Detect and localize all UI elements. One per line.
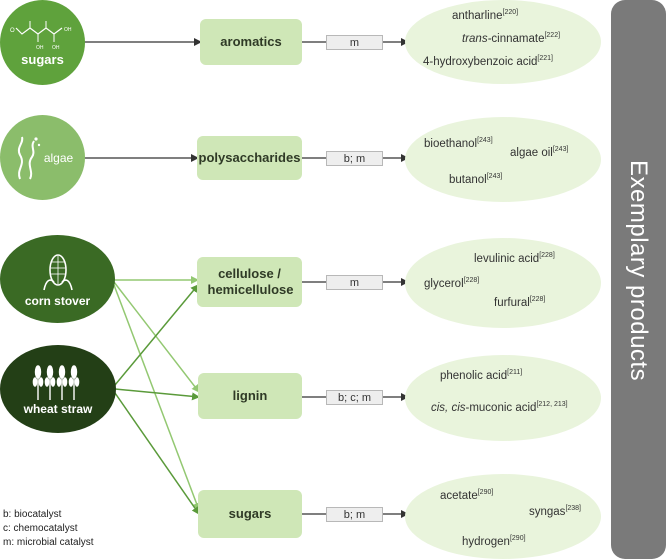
exemplary-products-panel — [611, 0, 666, 559]
process-tag-lignin: b; c; m — [326, 390, 383, 405]
source-label: sugars — [21, 52, 64, 67]
arrow-wheat-lignin — [114, 388, 200, 401]
arrow-wheat-cellulose — [114, 284, 199, 386]
node-lignin: lignin — [198, 373, 302, 419]
product-item: 4-hydroxybenzoic acid[221] — [423, 55, 553, 68]
node-sugars: sugars — [198, 490, 302, 538]
products-sugars — [405, 474, 601, 559]
arrow-wheat-sugars — [114, 392, 200, 515]
legend-item: m: microbial catalyst — [3, 537, 94, 548]
source-label: wheat straw — [23, 402, 93, 416]
products-aromatics — [405, 0, 601, 84]
arrow-corn-sugars — [113, 284, 201, 511]
source-corn-stover: corn stover — [0, 235, 115, 323]
source-label: corn stover — [24, 294, 91, 308]
product-item: trans-cinnamate[222] — [462, 32, 561, 45]
algae-icon — [17, 136, 41, 179]
product-item: glycerol[228] — [424, 277, 480, 290]
product-item: cis, cis-muconic acid[212, 213] — [431, 401, 568, 414]
process-tag-sugars: b; m — [326, 507, 383, 522]
source-wheat-straw: wheat straw — [0, 345, 116, 433]
sugar-molecule-icon: O OH OH OH — [10, 21, 72, 51]
exemplary-products-label: Exemplary products — [625, 160, 652, 382]
product-item: antharline[220] — [452, 9, 519, 22]
product-item: furfural[228] — [494, 296, 546, 309]
corn-icon — [42, 254, 73, 291]
svg-text:O: O — [10, 28, 15, 34]
svg-text:OH: OH — [36, 45, 44, 51]
wheat-icon — [32, 365, 80, 400]
products-cellulose — [405, 238, 601, 328]
arrow-corn-lignin — [113, 281, 200, 393]
node-cellulose-hemicellulose: cellulose / hemicellulose — [197, 257, 302, 307]
svg-text:OH: OH — [64, 27, 72, 33]
source-label: algae — [43, 150, 74, 165]
product-item: acetate[290] — [440, 489, 494, 502]
product-item: hydrogen[290] — [462, 535, 526, 548]
source-algae: algae — [0, 115, 85, 200]
legend: b: biocatalyst c: chemocatalyst m: micro… — [3, 508, 94, 550]
node-aromatics: aromatics — [200, 19, 302, 65]
process-tag-cellulose: m — [326, 275, 383, 290]
legend-item: b: biocatalyst — [3, 509, 62, 520]
product-item: algae oil[243] — [510, 146, 569, 159]
node-polysaccharides: polysaccharides — [197, 136, 302, 180]
products-polysaccharides — [405, 117, 601, 202]
source-sugars: O OH OH OH sugars — [0, 0, 85, 85]
product-item: butanol[243] — [449, 173, 503, 186]
process-tag-aromatics: m — [326, 35, 383, 50]
product-item: levulinic acid[228] — [474, 252, 555, 265]
product-item: bioethanol[243] — [424, 137, 493, 150]
svg-text:OH: OH — [52, 45, 60, 51]
products-lignin — [405, 355, 601, 441]
product-item: syngas[238] — [529, 505, 582, 518]
process-tag-polysaccharides: b; m — [326, 151, 383, 166]
legend-item: c: chemocatalyst — [3, 523, 78, 534]
product-item: phenolic acid[211] — [440, 369, 523, 382]
